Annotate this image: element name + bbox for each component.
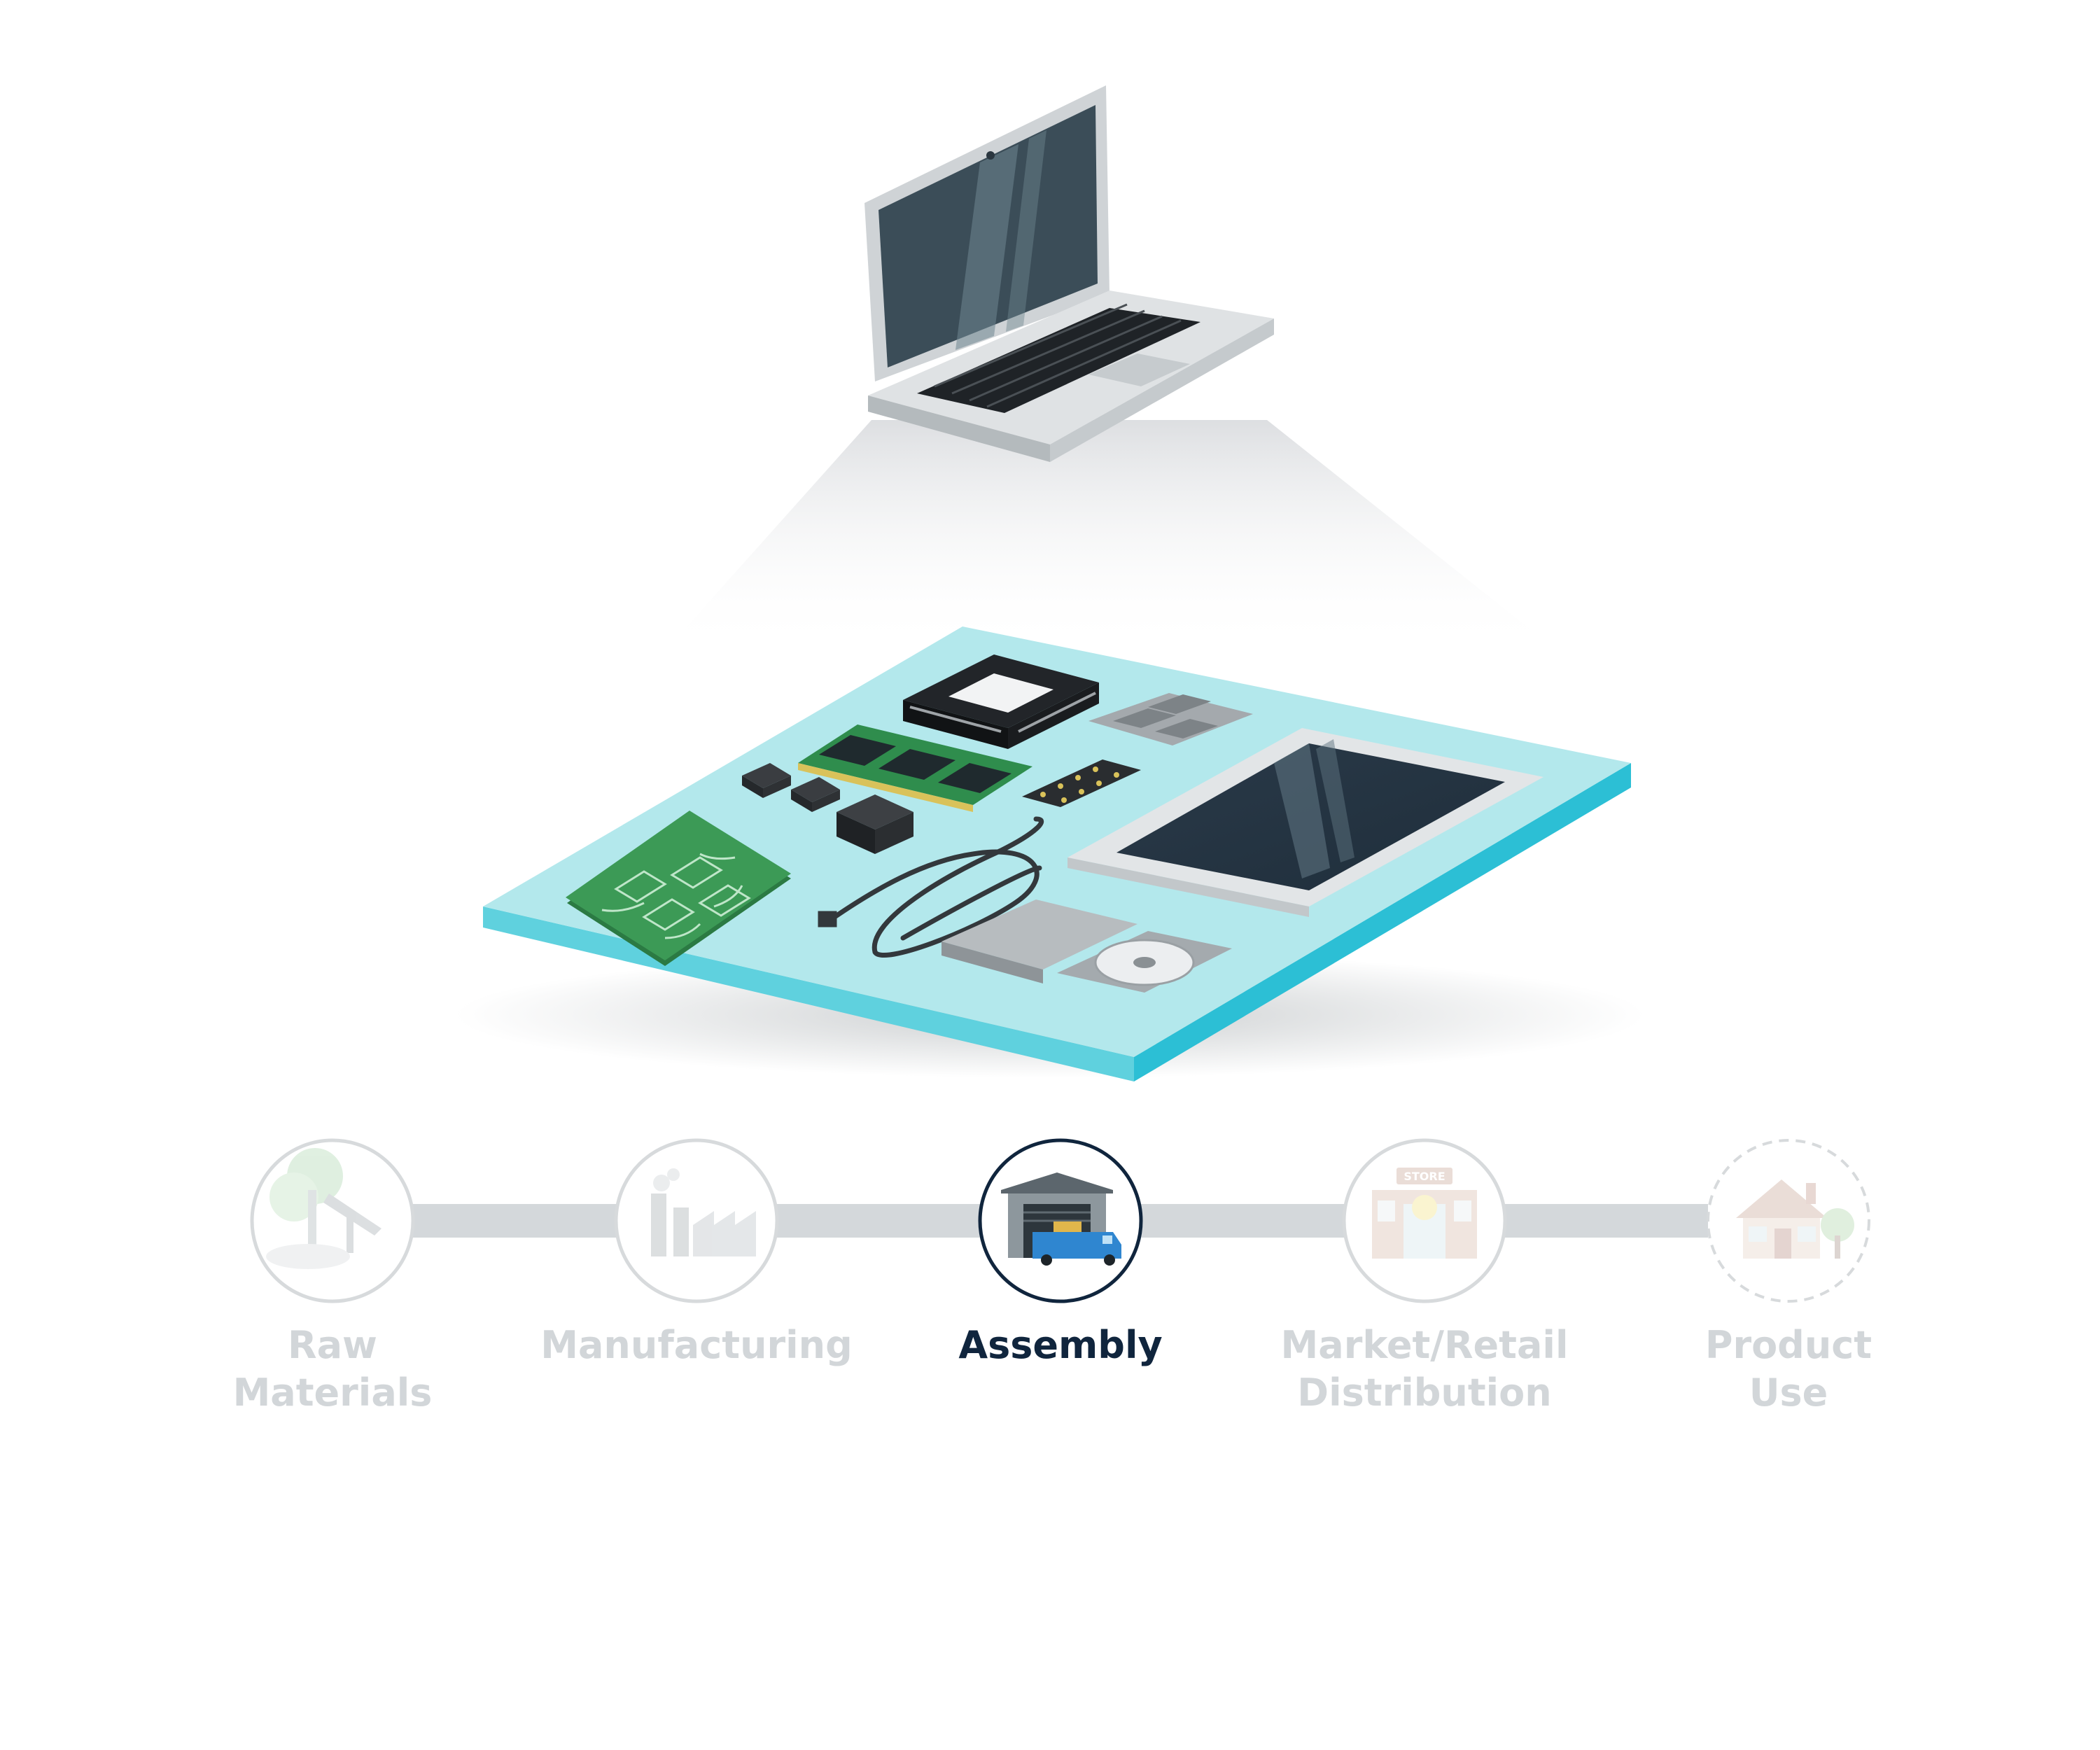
stage-product-use[interactable]	[1707, 1139, 1870, 1303]
processor-chip-icon	[903, 654, 1099, 749]
house-icon	[1736, 1180, 1854, 1259]
store-sign-text: STORE	[1404, 1170, 1445, 1183]
stage-label-product-use: Product Use	[1704, 1323, 1872, 1415]
stage-raw-materials[interactable]	[250, 1138, 415, 1303]
lifecycle-timeline: STORE	[250, 1138, 1870, 1303]
warehouse-truck-icon	[1001, 1172, 1121, 1266]
stage-label-assembly: Assembly	[958, 1323, 1163, 1367]
small-chip-icon	[742, 763, 791, 798]
stage-market-retail[interactable]: STORE	[1342, 1138, 1507, 1303]
ram-module-icon	[798, 724, 1032, 812]
optical-drive-icon	[941, 899, 1232, 993]
ic-socket-icon	[1022, 760, 1141, 807]
cable-icon	[818, 816, 1044, 958]
capacitor-icon	[836, 794, 913, 854]
stage-manufacturing[interactable]	[614, 1138, 779, 1303]
stage-assembly[interactable]	[978, 1138, 1143, 1303]
store-icon: STORE	[1372, 1168, 1477, 1259]
timeline-connector	[777, 1204, 980, 1238]
oil-pump-icon	[266, 1148, 382, 1269]
circuit-board-icon	[566, 811, 791, 966]
timeline-connector	[1141, 1204, 1344, 1238]
laptop-icon	[864, 85, 1274, 462]
timeline-connector	[413, 1204, 616, 1238]
factory-icon	[651, 1168, 756, 1256]
stage-label-raw-materials: Raw Materials	[232, 1323, 433, 1415]
timeline-connector	[1505, 1204, 1708, 1238]
small-chip-icon	[791, 777, 840, 812]
stage-label-market-retail: Market/Retail Distribution	[1280, 1323, 1569, 1415]
flash-memory-icon	[1088, 693, 1253, 746]
tablet-icon	[1068, 728, 1544, 917]
light-beam	[665, 420, 1540, 651]
components-platform	[455, 626, 1645, 1082]
stage-label-manufacturing: Manufacturing	[540, 1323, 853, 1367]
